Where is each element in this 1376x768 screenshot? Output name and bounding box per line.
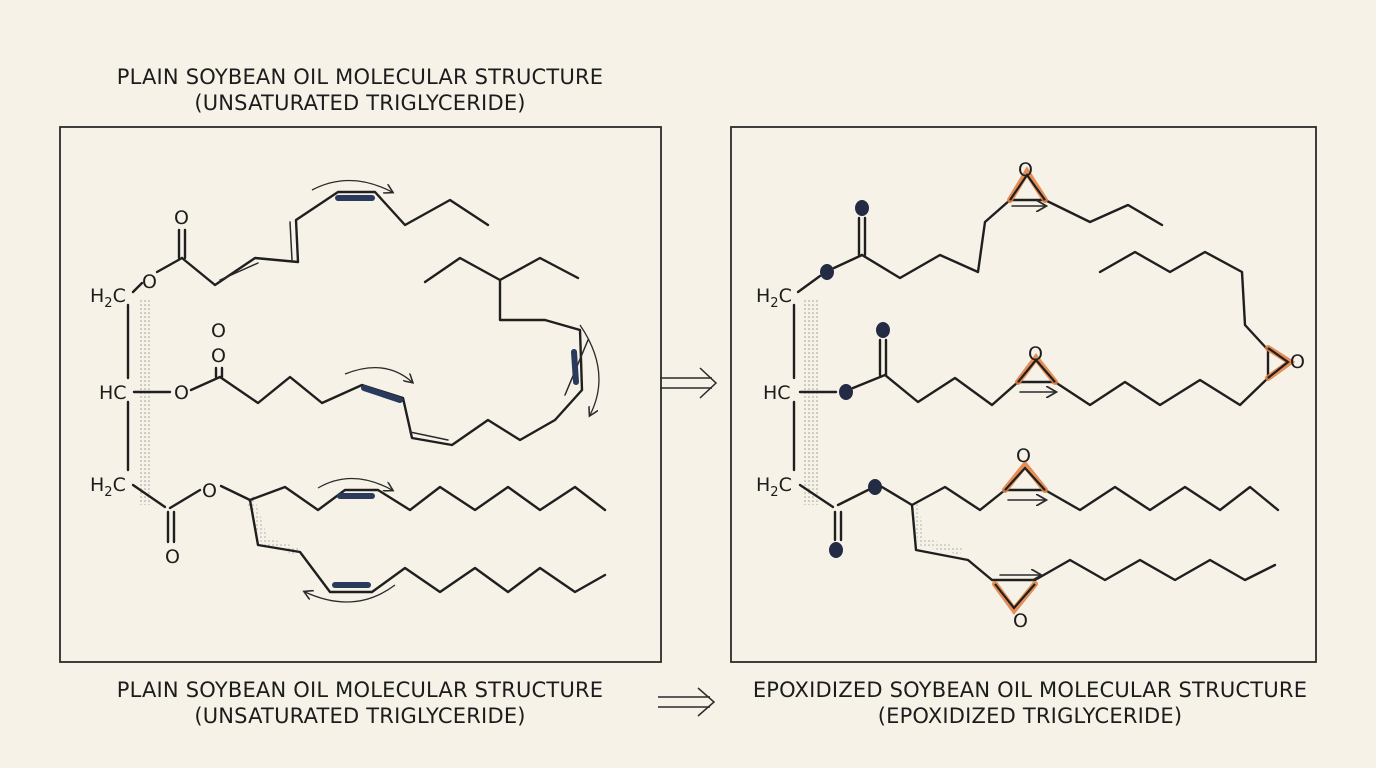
right-o-c-bond-1 [832,253,864,270]
epoxidized-caption-line2: (EPOXIDIZED TRIGLYCERIDE) [877,704,1183,728]
right-ester-o-dot-2 [839,384,853,400]
svg-text:O: O [1290,351,1305,373]
right-o-c-bond-3 [836,488,870,507]
right-carbonyl-o-dot-3 [829,542,843,558]
right-chain-3 [880,485,1280,512]
left-ester-o-1: O [142,271,157,293]
left-c3-o-bond [131,483,167,509]
left-reaction-arrow-5 [305,584,396,603]
left-chain-1-shadow [219,221,293,281]
right-epoxide-1: O [1007,159,1048,206]
svg-text:O: O [1018,159,1033,181]
left-ester-o-3: O [202,480,217,502]
right-h2c-top: H2C [756,285,792,311]
svg-text:O: O [1013,610,1028,632]
right-panel-frame [730,126,1317,663]
plain-caption-line2: (UNSATURATED TRIGLYCERIDE) [194,704,526,728]
left-reaction-arrow-3 [579,324,600,415]
right-c3-o-bond [798,483,835,509]
left-chain-2-branch [423,256,502,284]
left-h2c-bottom: H2C [90,474,126,500]
epoxidized-soybean-oil-panel: H2C HC H2C O O [730,126,1317,663]
left-o-c-bond-2 [189,375,222,392]
svg-text:O: O [1028,343,1043,365]
left-carbonyl-bond-1 [177,228,187,260]
right-c1-o-bond [796,274,822,294]
left-o-c-bond-3a [168,488,202,510]
right-carbonyl-o-dot-2 [876,322,890,338]
plain-title-line1: PLAIN SOYBEAN OIL MOLECULAR STRUCTURE [116,65,604,89]
left-chain-2-shadow [409,339,589,441]
right-epoxide-2: O [1015,343,1058,392]
plain-structure-title: PLAIN SOYBEAN OIL MOLECULAR STRUCTURE (U… [60,64,660,116]
left-chain-2 [218,256,584,447]
left-c1-o-bond [131,281,144,294]
right-epoxide-4: O [1002,445,1048,500]
right-chain-4 [910,503,1277,582]
left-carbonyl-o-3: O [165,546,180,568]
left-carbonyl-bond-2 [214,366,224,379]
right-hc-middle: HC [763,382,791,404]
left-backbone-shading [138,300,152,505]
left-h2c-top: H2C [90,285,126,311]
left-hc-middle: HC [99,382,127,404]
left-carbonyl-o-2: O [211,345,226,367]
caption-arrow-icon [658,687,716,717]
left-chain-4 [248,498,607,594]
right-carbonyl-bond-3 [833,510,843,542]
left-carbonyl-bond-3 [166,510,176,544]
left-chain-3 [219,484,607,512]
left-double-bond-2 [361,385,403,403]
right-carbonyl-bond-1 [857,216,867,257]
plain-soybean-oil-panel: H2C HC H2C O O O O O O O [59,126,662,663]
right-epoxide-3: O [1265,345,1305,381]
plain-structure-caption: PLAIN SOYBEAN OIL MOLECULAR STRUCTURE (U… [60,677,660,729]
left-reaction-arrow-1 [311,179,392,192]
right-backbone-shading [804,300,818,505]
left-ester-o-2: O [174,382,189,404]
transform-arrow-icon [660,367,718,399]
left-extra-o: O [211,320,226,342]
right-h2c-bottom: H2C [756,474,792,500]
right-chain-1 [860,198,1164,280]
left-reaction-arrow-4 [317,477,392,490]
right-carbonyl-bond-2 [878,338,888,377]
left-panel-frame [59,126,662,663]
epoxidized-structure-caption: EPOXIDIZED SOYBEAN OIL MOLECULAR STRUCTU… [710,677,1350,729]
right-epoxide-5: O [992,575,1040,632]
left-double-bond-3 [571,349,579,385]
right-carbonyl-o-dot-1 [855,200,869,216]
right-ester-o-dot-3 [868,479,882,495]
right-o-c-bond-2 [851,373,887,390]
plain-title-line2: (UNSATURATED TRIGLYCERIDE) [194,91,526,115]
svg-text:O: O [1016,445,1031,467]
plain-caption-line1: PLAIN SOYBEAN OIL MOLECULAR STRUCTURE [116,678,604,702]
left-carbonyl-o-1: O [174,207,189,229]
epoxidized-caption-line1: EPOXIDIZED SOYBEAN OIL MOLECULAR STRUCTU… [752,678,1308,702]
left-chain-1 [180,190,490,287]
right-shading-chain3 [912,500,962,555]
left-reaction-arrow-2 [344,367,412,382]
left-o-c-bond-1 [155,256,184,274]
right-chain-2 [883,250,1270,407]
right-ester-o-dot-1 [820,264,834,280]
